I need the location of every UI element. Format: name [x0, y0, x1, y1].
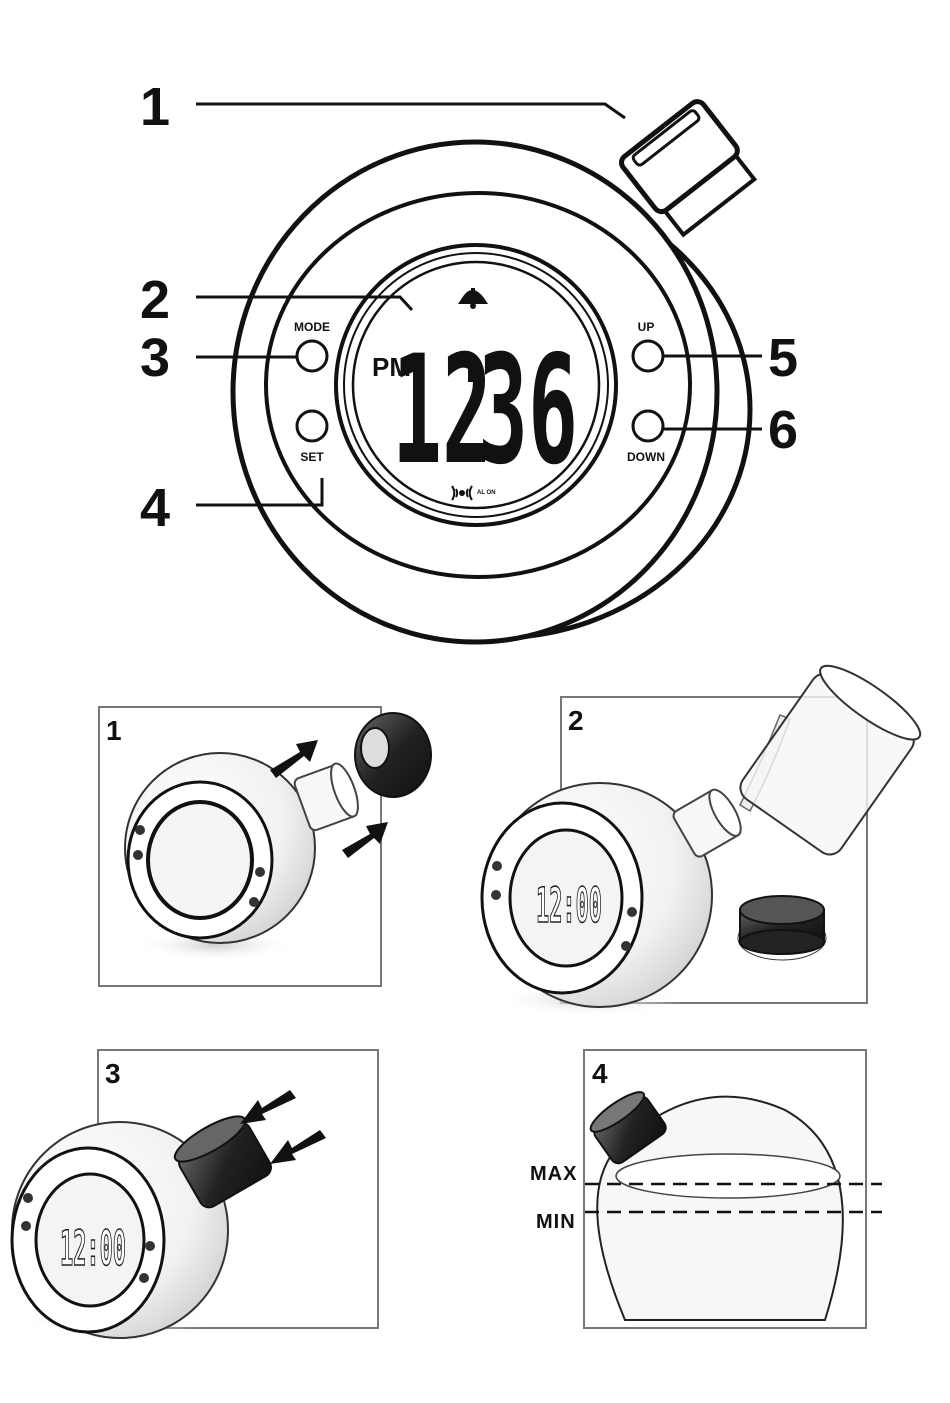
- button-dot: [139, 1273, 149, 1283]
- button-dot: [21, 1221, 31, 1231]
- up-button-label: UP: [638, 320, 655, 334]
- colon-bottom: [468, 405, 473, 419]
- max-label: MAX: [530, 1163, 577, 1185]
- step-1-panel: 1: [99, 707, 431, 986]
- button-dot: [255, 867, 265, 877]
- button-dot: [135, 825, 145, 835]
- colon-top: [468, 368, 473, 382]
- step-2-display: 12:00: [536, 878, 602, 934]
- clock-face-screen: [148, 802, 252, 918]
- button-dot: [627, 907, 637, 917]
- button-dot: [249, 897, 259, 907]
- display-minutes: 36: [478, 324, 578, 498]
- button-dot: [23, 1193, 33, 1203]
- set-button-label: SET: [300, 450, 324, 464]
- up-button[interactable]: [633, 341, 663, 371]
- mode-button[interactable]: [297, 341, 327, 371]
- callout-3: 3: [140, 328, 170, 388]
- callout-1: 1: [140, 77, 170, 137]
- step-2-number: 2: [568, 705, 584, 736]
- min-label: MIN: [536, 1211, 576, 1233]
- step-3-number: 3: [105, 1058, 121, 1089]
- step-4-number: 4: [592, 1058, 608, 1089]
- removed-cap: [738, 896, 826, 960]
- callout-6: 6: [768, 400, 798, 460]
- step-4-panel: 4 MAX MIN: [530, 1050, 882, 1328]
- water-surface: [616, 1154, 840, 1198]
- down-button-label: DOWN: [627, 450, 665, 464]
- step-3-panel: 3 12:00: [12, 1050, 378, 1338]
- down-button[interactable]: [633, 411, 663, 441]
- main-clock-diagram: PM 12 36 AL ON MODE SET UP DOWN: [140, 77, 798, 642]
- callout-2: 2: [140, 270, 170, 330]
- set-button[interactable]: [297, 411, 327, 441]
- button-dot: [145, 1241, 155, 1251]
- callout-5: 5: [768, 328, 798, 388]
- button-dot: [492, 861, 502, 871]
- step-2-panel: 2 12:00: [482, 655, 928, 1016]
- step-1-number: 1: [106, 715, 122, 746]
- step-3-display: 12:00: [60, 1221, 126, 1277]
- callout-4: 4: [140, 478, 170, 538]
- mode-button-label: MODE: [294, 320, 330, 334]
- button-dot: [491, 890, 501, 900]
- button-dot: [621, 941, 631, 951]
- display-hours: 12: [392, 324, 492, 498]
- removed-cap: [355, 713, 431, 797]
- pouring-cup: [735, 655, 929, 860]
- alarm-on-indicator: AL ON: [477, 490, 496, 496]
- button-dot: [133, 850, 143, 860]
